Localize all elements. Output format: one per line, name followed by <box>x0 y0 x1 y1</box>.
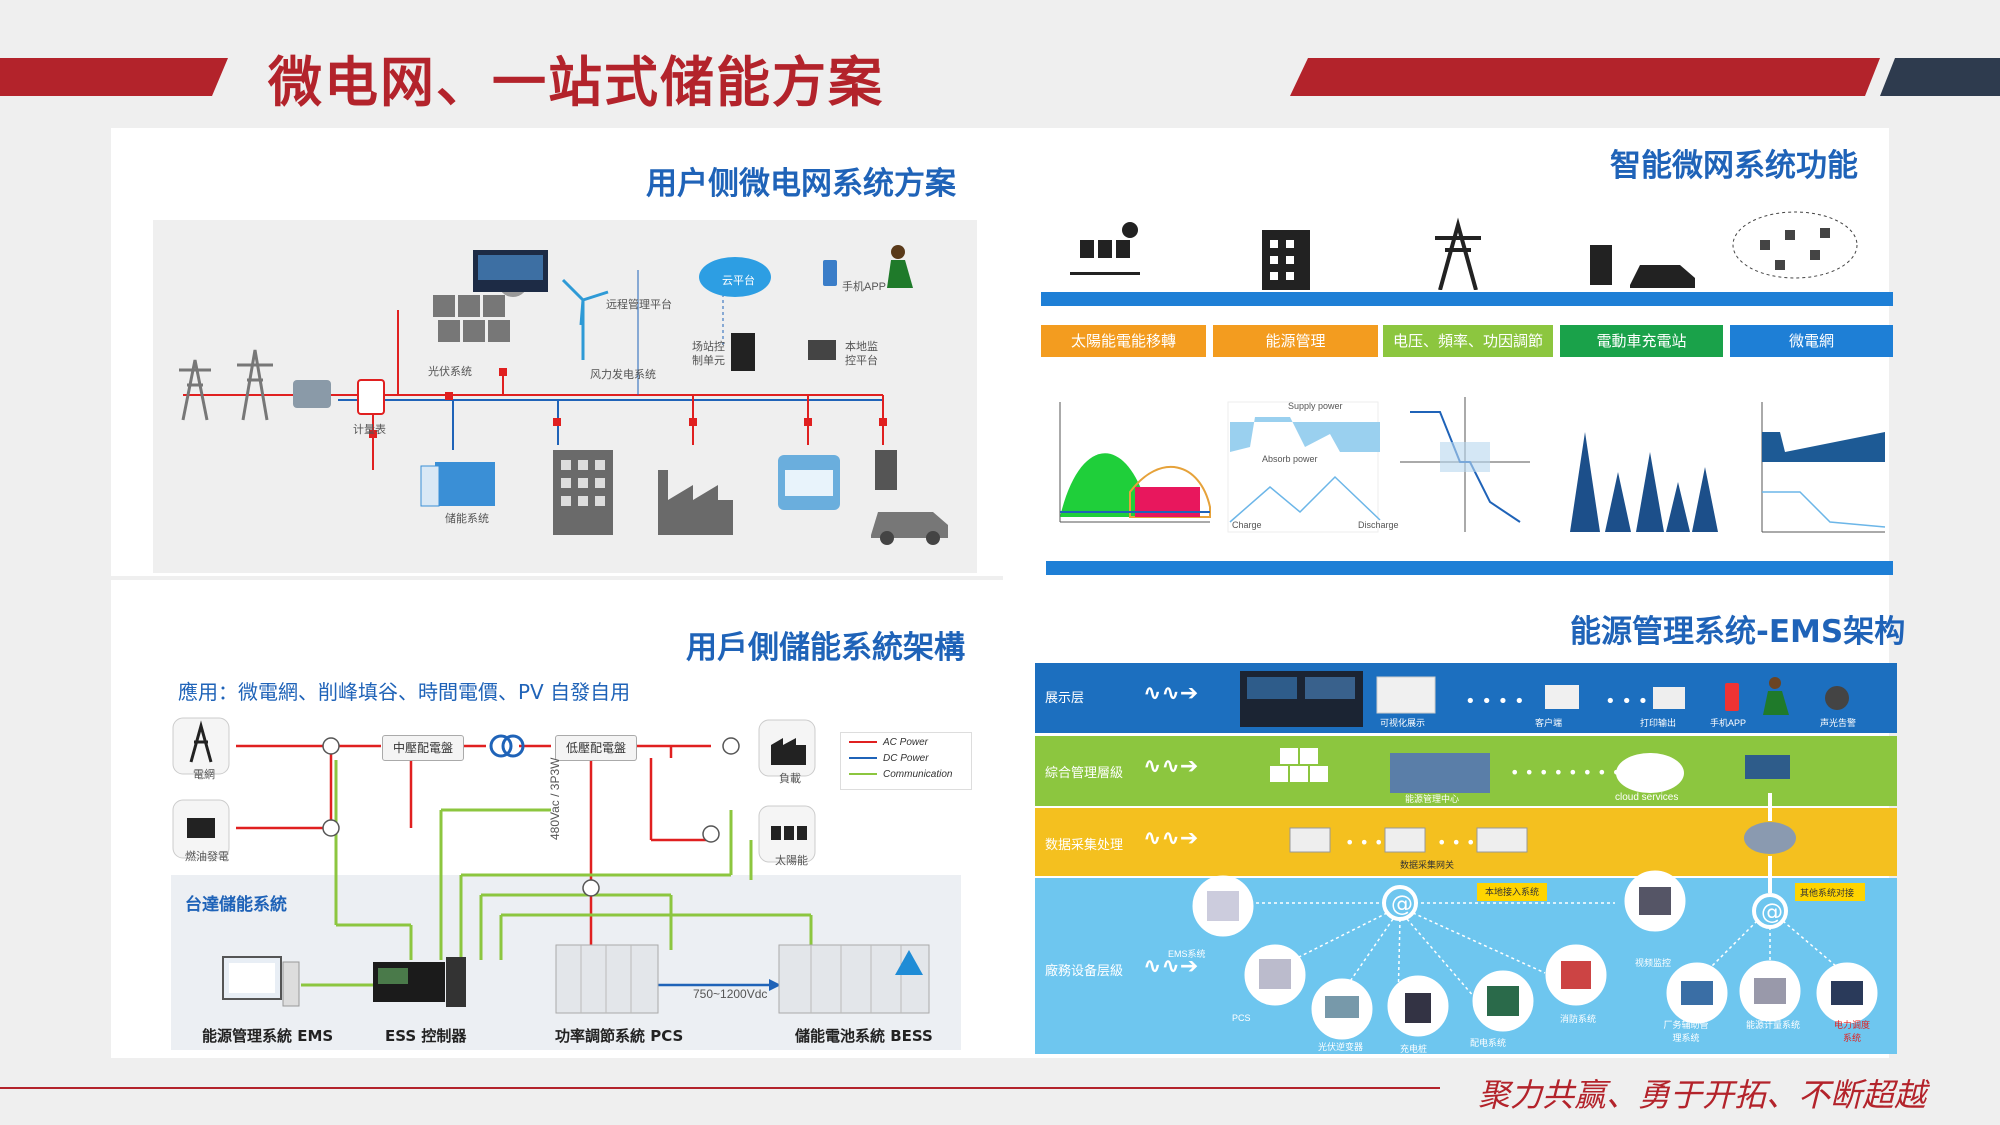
label-wind-system: 风力发电系统 <box>590 369 656 381</box>
wave-icon: ∿∿➔ <box>1143 826 1199 851</box>
function-top-bar <box>1041 292 1893 306</box>
header-right-accent <box>1880 58 2000 96</box>
ems-alarm: 声光告警 <box>1820 718 1857 728</box>
label-ess: ESS 控制器 <box>385 1027 467 1045</box>
function-chip: 電動車充電站 <box>1560 325 1723 357</box>
layer-equipment-label: 廠務设备层級 <box>1045 964 1124 979</box>
svg-text:• • •: • • • <box>1605 691 1648 712</box>
function-chip: 电压、頻率、功因調節 <box>1383 325 1553 357</box>
legend-label: DC Power <box>883 753 929 764</box>
header-left-bar <box>0 58 228 96</box>
ems-diagram: • • • • • • • • • • • • • • • • • • • • … <box>1192 671 1878 1040</box>
label-station-ctrl: 场站控制单元 <box>692 341 725 367</box>
ems-pcs: PCS <box>1232 1013 1251 1023</box>
function-chip: 太陽能電能移轉 <box>1041 325 1206 357</box>
legend-swatch <box>849 741 877 744</box>
label-remote-platform: 远程管理平台 <box>606 299 672 311</box>
ems-fire: 消防系统 <box>1560 1014 1597 1024</box>
legend-label: Communication <box>883 769 953 780</box>
legend-item: DC Power <box>849 753 929 764</box>
svg-text:• • • •: • • • • <box>1465 691 1525 712</box>
label-meter: 计量表 <box>353 424 386 436</box>
label-pcs: 功率調節系統 PCS <box>555 1027 684 1045</box>
microgrid-solution-title: 用户侧微电网系统方案 <box>646 166 956 202</box>
ems-factory: 厂务辅助管理系统 <box>1663 1020 1709 1043</box>
svg-text:• • • • • • • • • •: • • • • • • • • • • <box>1510 763 1650 782</box>
layer-display-label: 展示层 <box>1045 691 1085 706</box>
header-bars <box>0 58 2000 96</box>
ems-cloud-services: cloud services <box>1615 792 1679 803</box>
graph-supply-power: Supply power <box>1288 401 1343 411</box>
function-chip: 微電網 <box>1730 325 1893 357</box>
function-chip: 能源管理 <box>1213 325 1378 357</box>
svg-text:• • •: • • • <box>1437 833 1475 852</box>
node-mv-panel: 中壓配電盤 <box>382 735 464 761</box>
legend-label: AC Power <box>883 737 929 748</box>
ems-mobile-app: 手机APP <box>1710 718 1747 728</box>
ems-client: 客户端 <box>1535 718 1563 728</box>
function-icons <box>1070 211 1858 290</box>
header-right-bar <box>1290 58 1880 96</box>
page-title: 微电网、一站式储能方案 <box>268 51 884 114</box>
delta-system-name: 台達儲能系統 <box>185 895 287 915</box>
label-storage: 储能系统 <box>445 513 489 525</box>
ems-power: 电力调度系统 <box>1833 1020 1870 1043</box>
ems-distribution: 配电系统 <box>1470 1038 1507 1048</box>
node-voltage: 480Vac / 3P3W <box>548 757 562 841</box>
label-local-monitor: 本地监控平台 <box>845 341 878 367</box>
ems-architecture-title: 能源管理系统-EMS架构 <box>1570 614 1906 650</box>
smart-functions-title: 智能微网系统功能 <box>1610 148 1858 184</box>
graph-discharge: Discharge <box>1358 520 1399 530</box>
ems-monitor: 视频监控 <box>1635 958 1672 968</box>
node-load: 負載 <box>779 773 801 785</box>
layer-management-label: 綜合管理層級 <box>1045 766 1124 781</box>
legend-item: Communication <box>849 769 952 780</box>
svg-text:@: @ <box>1761 900 1783 925</box>
layer-display: 展示层 ∿∿➔ <box>1035 663 1897 733</box>
ems-data-gateway: 数据采集网关 <box>1400 860 1455 870</box>
function-graphs <box>1059 397 1886 533</box>
node-grid: 電網 <box>193 769 215 781</box>
layer-data-label: 数据采集处理 <box>1045 838 1124 853</box>
node-solar: 太陽能 <box>775 855 808 867</box>
ems-pv: 光伏逆变器 <box>1318 1042 1364 1052</box>
microgrid-diagram <box>179 245 948 545</box>
footer-line <box>0 1087 1440 1089</box>
ems-charger: 充电桩 <box>1400 1044 1428 1054</box>
graph-absorb-power: Absorb power <box>1262 454 1318 464</box>
label-bess: 儲能電池系統 BESS <box>795 1027 933 1045</box>
ems-system: EMS系统 <box>1168 949 1206 959</box>
node-dc-range: 750~1200Vdc <box>693 987 768 1001</box>
label-ems: 能源管理系統 EMS <box>202 1027 334 1045</box>
label-mobile-app: 手机APP <box>842 281 887 293</box>
svg-text:@: @ <box>1391 892 1413 917</box>
graph-charge: Charge <box>1232 520 1262 530</box>
function-bottom-bar <box>1046 561 1893 575</box>
legend-swatch <box>849 757 877 760</box>
storage-architecture-title: 用戶側儲能系統架構 <box>686 630 965 666</box>
wave-icon: ∿∿➔ <box>1143 754 1199 779</box>
ems-local-access: 本地接入系统 <box>1485 887 1540 897</box>
svg-text:• • •: • • • <box>1345 833 1383 852</box>
application-line: 應用：微電網、削峰填谷、時間電價、PV 自發自用 <box>178 680 631 704</box>
node-generator: 燃油發電 <box>185 851 229 863</box>
legend-swatch <box>849 773 877 776</box>
footer-slogan: 聚力共赢、勇于开拓、不断超越 <box>1478 1076 1927 1114</box>
ems-visual-display: 可视化展示 <box>1380 718 1426 728</box>
storage-arch-lines <box>172 717 930 1014</box>
legend-item: AC Power <box>849 737 928 748</box>
ems-meter: 能源计量系统 <box>1746 1020 1801 1030</box>
node-lv-panel: 低壓配電盤 <box>555 735 637 761</box>
label-pv-system: 光伏系统 <box>428 366 472 378</box>
ems-other-access: 其他系统对接 <box>1800 888 1855 898</box>
wave-icon: ∿∿➔ <box>1143 681 1199 706</box>
ems-control-center: 能源管理中心 <box>1405 794 1460 804</box>
label-cloud: 云平台 <box>722 275 755 287</box>
ems-print: 打印输出 <box>1640 718 1677 728</box>
wave-icon: ∿∿➔ <box>1143 954 1199 979</box>
